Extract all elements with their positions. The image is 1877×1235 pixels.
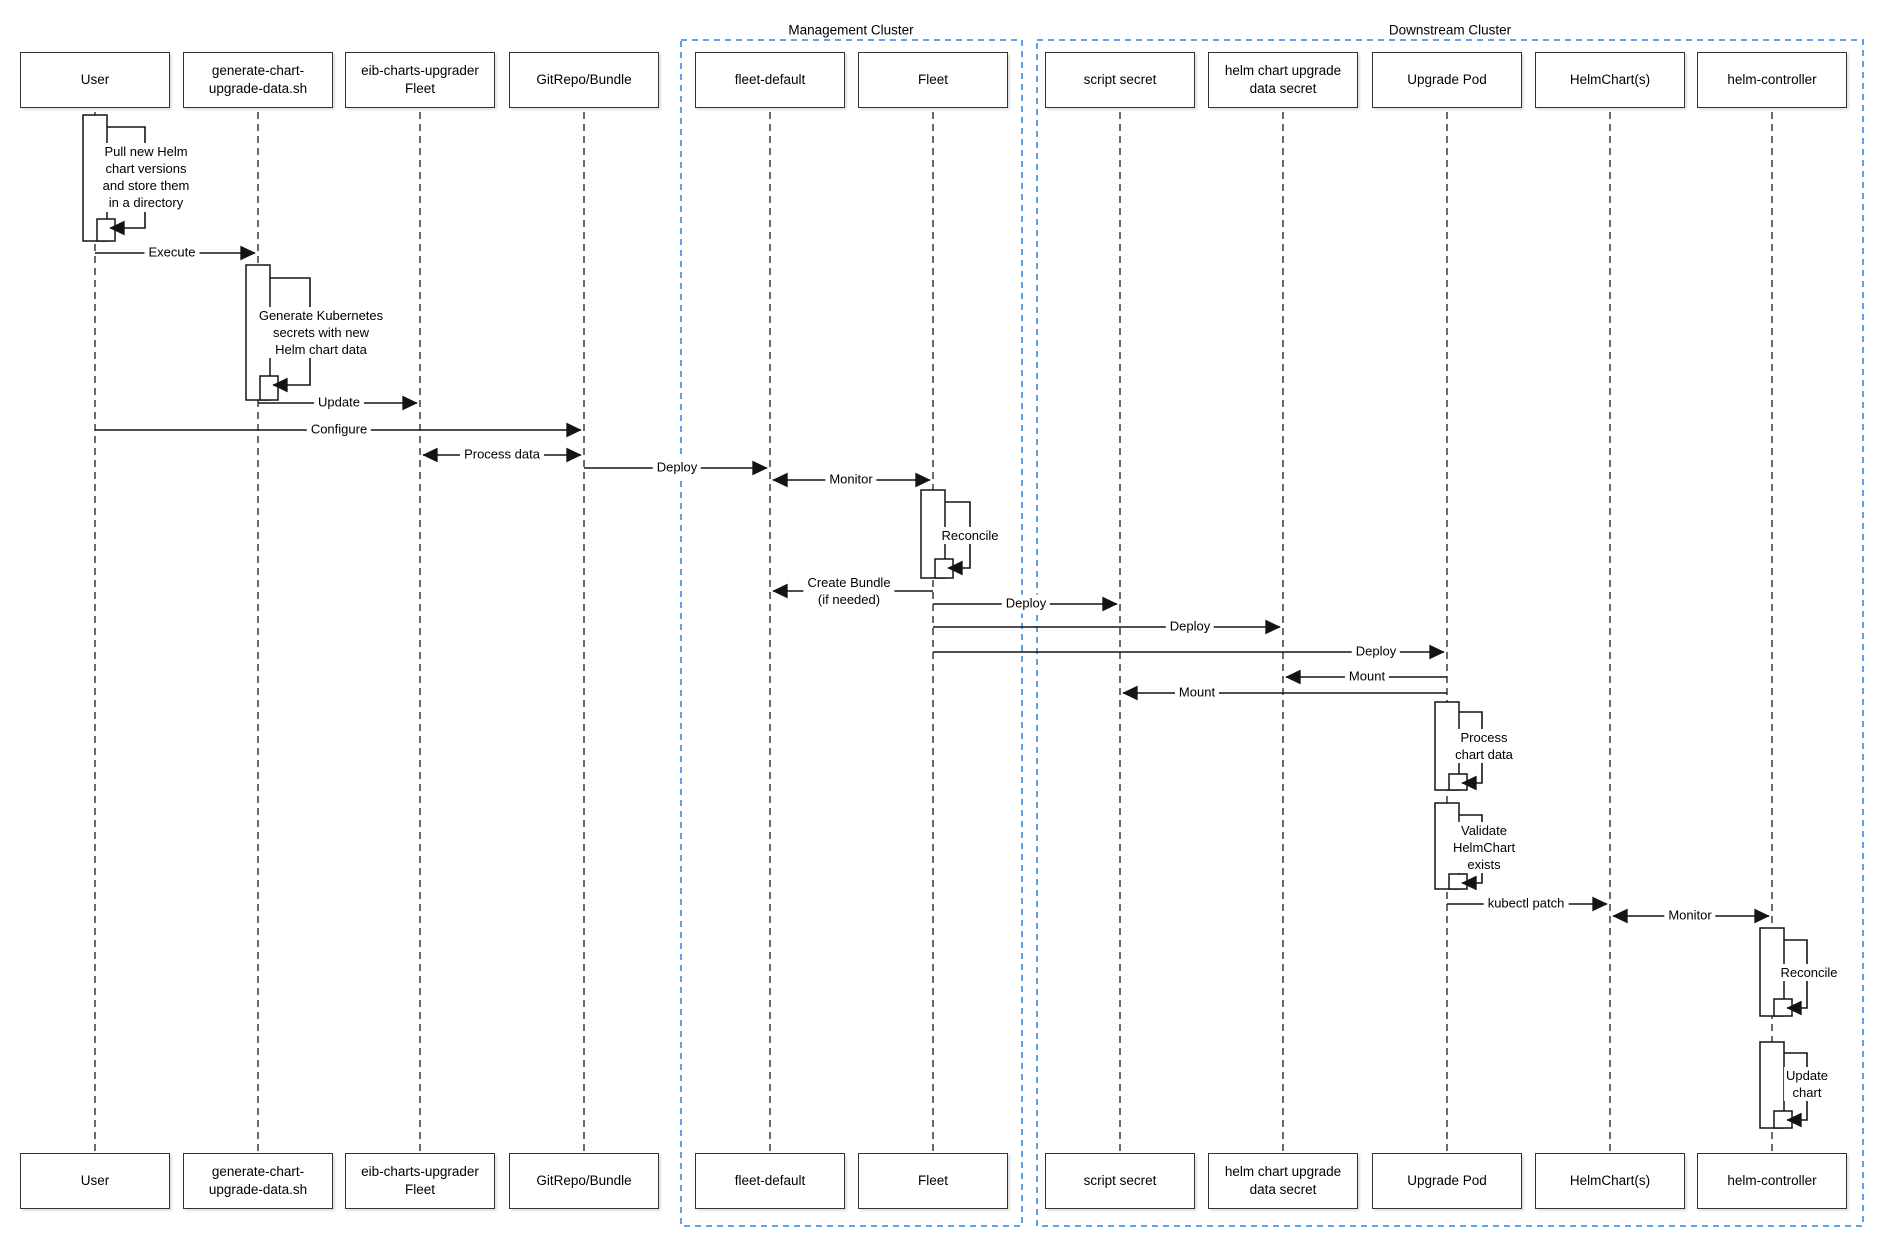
- activation-bars: [82, 114, 1793, 1129]
- self-call-update-chart: Update chart: [1784, 1067, 1830, 1102]
- actor-user-bottom: User: [20, 1153, 170, 1209]
- message-deploy-gitrepo: Deploy: [652, 458, 702, 478]
- cluster-frames: [680, 39, 1864, 1227]
- actor-upgrade-pod-top: Upgrade Pod: [1372, 52, 1522, 108]
- message-mount-helm-secret: Mount: [1344, 667, 1390, 687]
- message-execute: Execute: [144, 243, 200, 263]
- actor-helm-secret-bottom: helm chart upgrade data secret: [1208, 1153, 1358, 1209]
- message-monitor-fleet: Monitor: [825, 470, 877, 490]
- actor-fleet-default-bottom: fleet-default: [695, 1153, 845, 1209]
- actor-fleet-top: Fleet: [858, 52, 1008, 108]
- actor-helmcharts-top: HelmChart(s): [1535, 52, 1685, 108]
- self-call-generate-secrets: Generate Kubernetes secrets with new Hel…: [256, 307, 386, 359]
- downstream-cluster-label: Downstream Cluster: [1388, 22, 1512, 38]
- actor-script-secret-bottom: script secret: [1045, 1153, 1195, 1209]
- actor-generate-script-top: generate-chart- upgrade-data.sh: [183, 52, 333, 108]
- actor-fleet-bottom: Fleet: [858, 1153, 1008, 1209]
- message-deploy-script: Deploy: [1001, 594, 1051, 614]
- actor-helm-controller-bottom: helm-controller: [1697, 1153, 1847, 1209]
- self-call-process-chart-data: Process chart data: [1453, 729, 1515, 764]
- actor-helm-secret-top: helm chart upgrade data secret: [1208, 52, 1358, 108]
- message-create-bundle: Create Bundle (if needed): [803, 574, 895, 610]
- self-call-validate-helmchart: Validate HelmChart exists: [1450, 822, 1518, 874]
- self-call-controller-reconcile: Reconcile: [1778, 964, 1840, 982]
- nested-activation-generate-script: [259, 375, 279, 401]
- message-configure: Configure: [306, 420, 372, 440]
- downstream-cluster-frame: [1036, 39, 1864, 1227]
- lifelines: [94, 112, 1773, 1153]
- nested-activation-user: [96, 218, 116, 242]
- actor-upgrade-pod-bottom: Upgrade Pod: [1372, 1153, 1522, 1209]
- actor-helmcharts-bottom: HelmChart(s): [1535, 1153, 1685, 1209]
- message-update: Update: [314, 393, 364, 413]
- message-monitor-controller: Monitor: [1664, 906, 1716, 926]
- actor-eib-fleet-bottom: eib-charts-upgrader Fleet: [345, 1153, 495, 1209]
- actor-generate-script-bottom: generate-chart- upgrade-data.sh: [183, 1153, 333, 1209]
- nested-activation-upgrade-pod-2: [1448, 873, 1468, 890]
- actor-user-top: User: [20, 52, 170, 108]
- message-mount-script-secret: Mount: [1174, 683, 1220, 703]
- actor-eib-fleet-top: eib-charts-upgrader Fleet: [345, 52, 495, 108]
- nested-activation-upgrade-pod-1: [1448, 773, 1468, 791]
- management-cluster-label: Management Cluster: [788, 22, 914, 38]
- actor-fleet-default-top: fleet-default: [695, 52, 845, 108]
- message-deploy-helm-secret: Deploy: [1165, 617, 1215, 637]
- management-cluster-frame: [680, 39, 1023, 1227]
- message-process-data: Process data: [460, 445, 544, 465]
- self-call-loops: [107, 126, 1808, 1128]
- actor-script-secret-top: script secret: [1045, 52, 1195, 108]
- message-kubectl-patch: kubectl patch: [1483, 894, 1569, 914]
- message-deploy-upgrade-pod: Deploy: [1351, 642, 1401, 662]
- self-call-pull-charts: Pull new Helm chart versions and store t…: [100, 143, 192, 212]
- actor-helm-controller-top: helm-controller: [1697, 52, 1847, 108]
- actor-gitrepo-top: GitRepo/Bundle: [509, 52, 659, 108]
- self-call-fleet-reconcile: Reconcile: [939, 527, 1001, 545]
- actor-gitrepo-bottom: GitRepo/Bundle: [509, 1153, 659, 1209]
